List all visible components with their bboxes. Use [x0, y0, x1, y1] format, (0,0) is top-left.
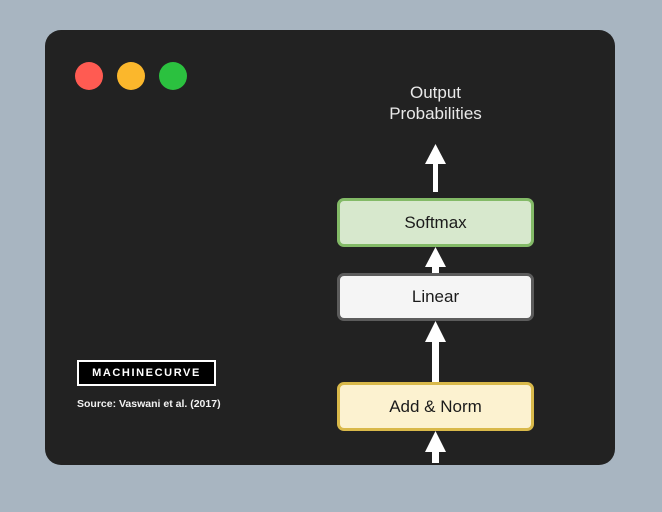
minimize-button[interactable]	[117, 62, 145, 90]
maximize-button[interactable]	[159, 62, 187, 90]
node-linear[interactable]: Linear	[337, 273, 534, 321]
node-linear-label: Linear	[411, 287, 460, 306]
node-add-and-norm[interactable]: Add & Norm	[337, 382, 534, 431]
arrow-linear-to-softmax-icon	[415, 247, 456, 280]
window-controls	[75, 62, 187, 90]
window-card: Output Probabilities Softmax Linear Add …	[45, 30, 615, 465]
machinecurve-logo: MACHINECURVE	[77, 360, 216, 386]
output-probabilities-label: Output Probabilities	[389, 83, 482, 123]
close-button[interactable]	[75, 62, 103, 90]
node-add-and-norm-label: Add & Norm	[389, 396, 482, 416]
arrow-softmax-to-output-icon	[415, 142, 456, 197]
arrow-input-to-addnorm-icon	[415, 431, 456, 468]
arrow-addnorm-to-linear-icon	[415, 321, 456, 388]
node-softmax[interactable]: Softmax	[337, 198, 534, 247]
node-softmax-label: Softmax	[404, 212, 467, 232]
source-citation: Source: Vaswani et al. (2017)	[77, 398, 221, 410]
machinecurve-logo-text: MACHINECURVE	[92, 367, 201, 379]
